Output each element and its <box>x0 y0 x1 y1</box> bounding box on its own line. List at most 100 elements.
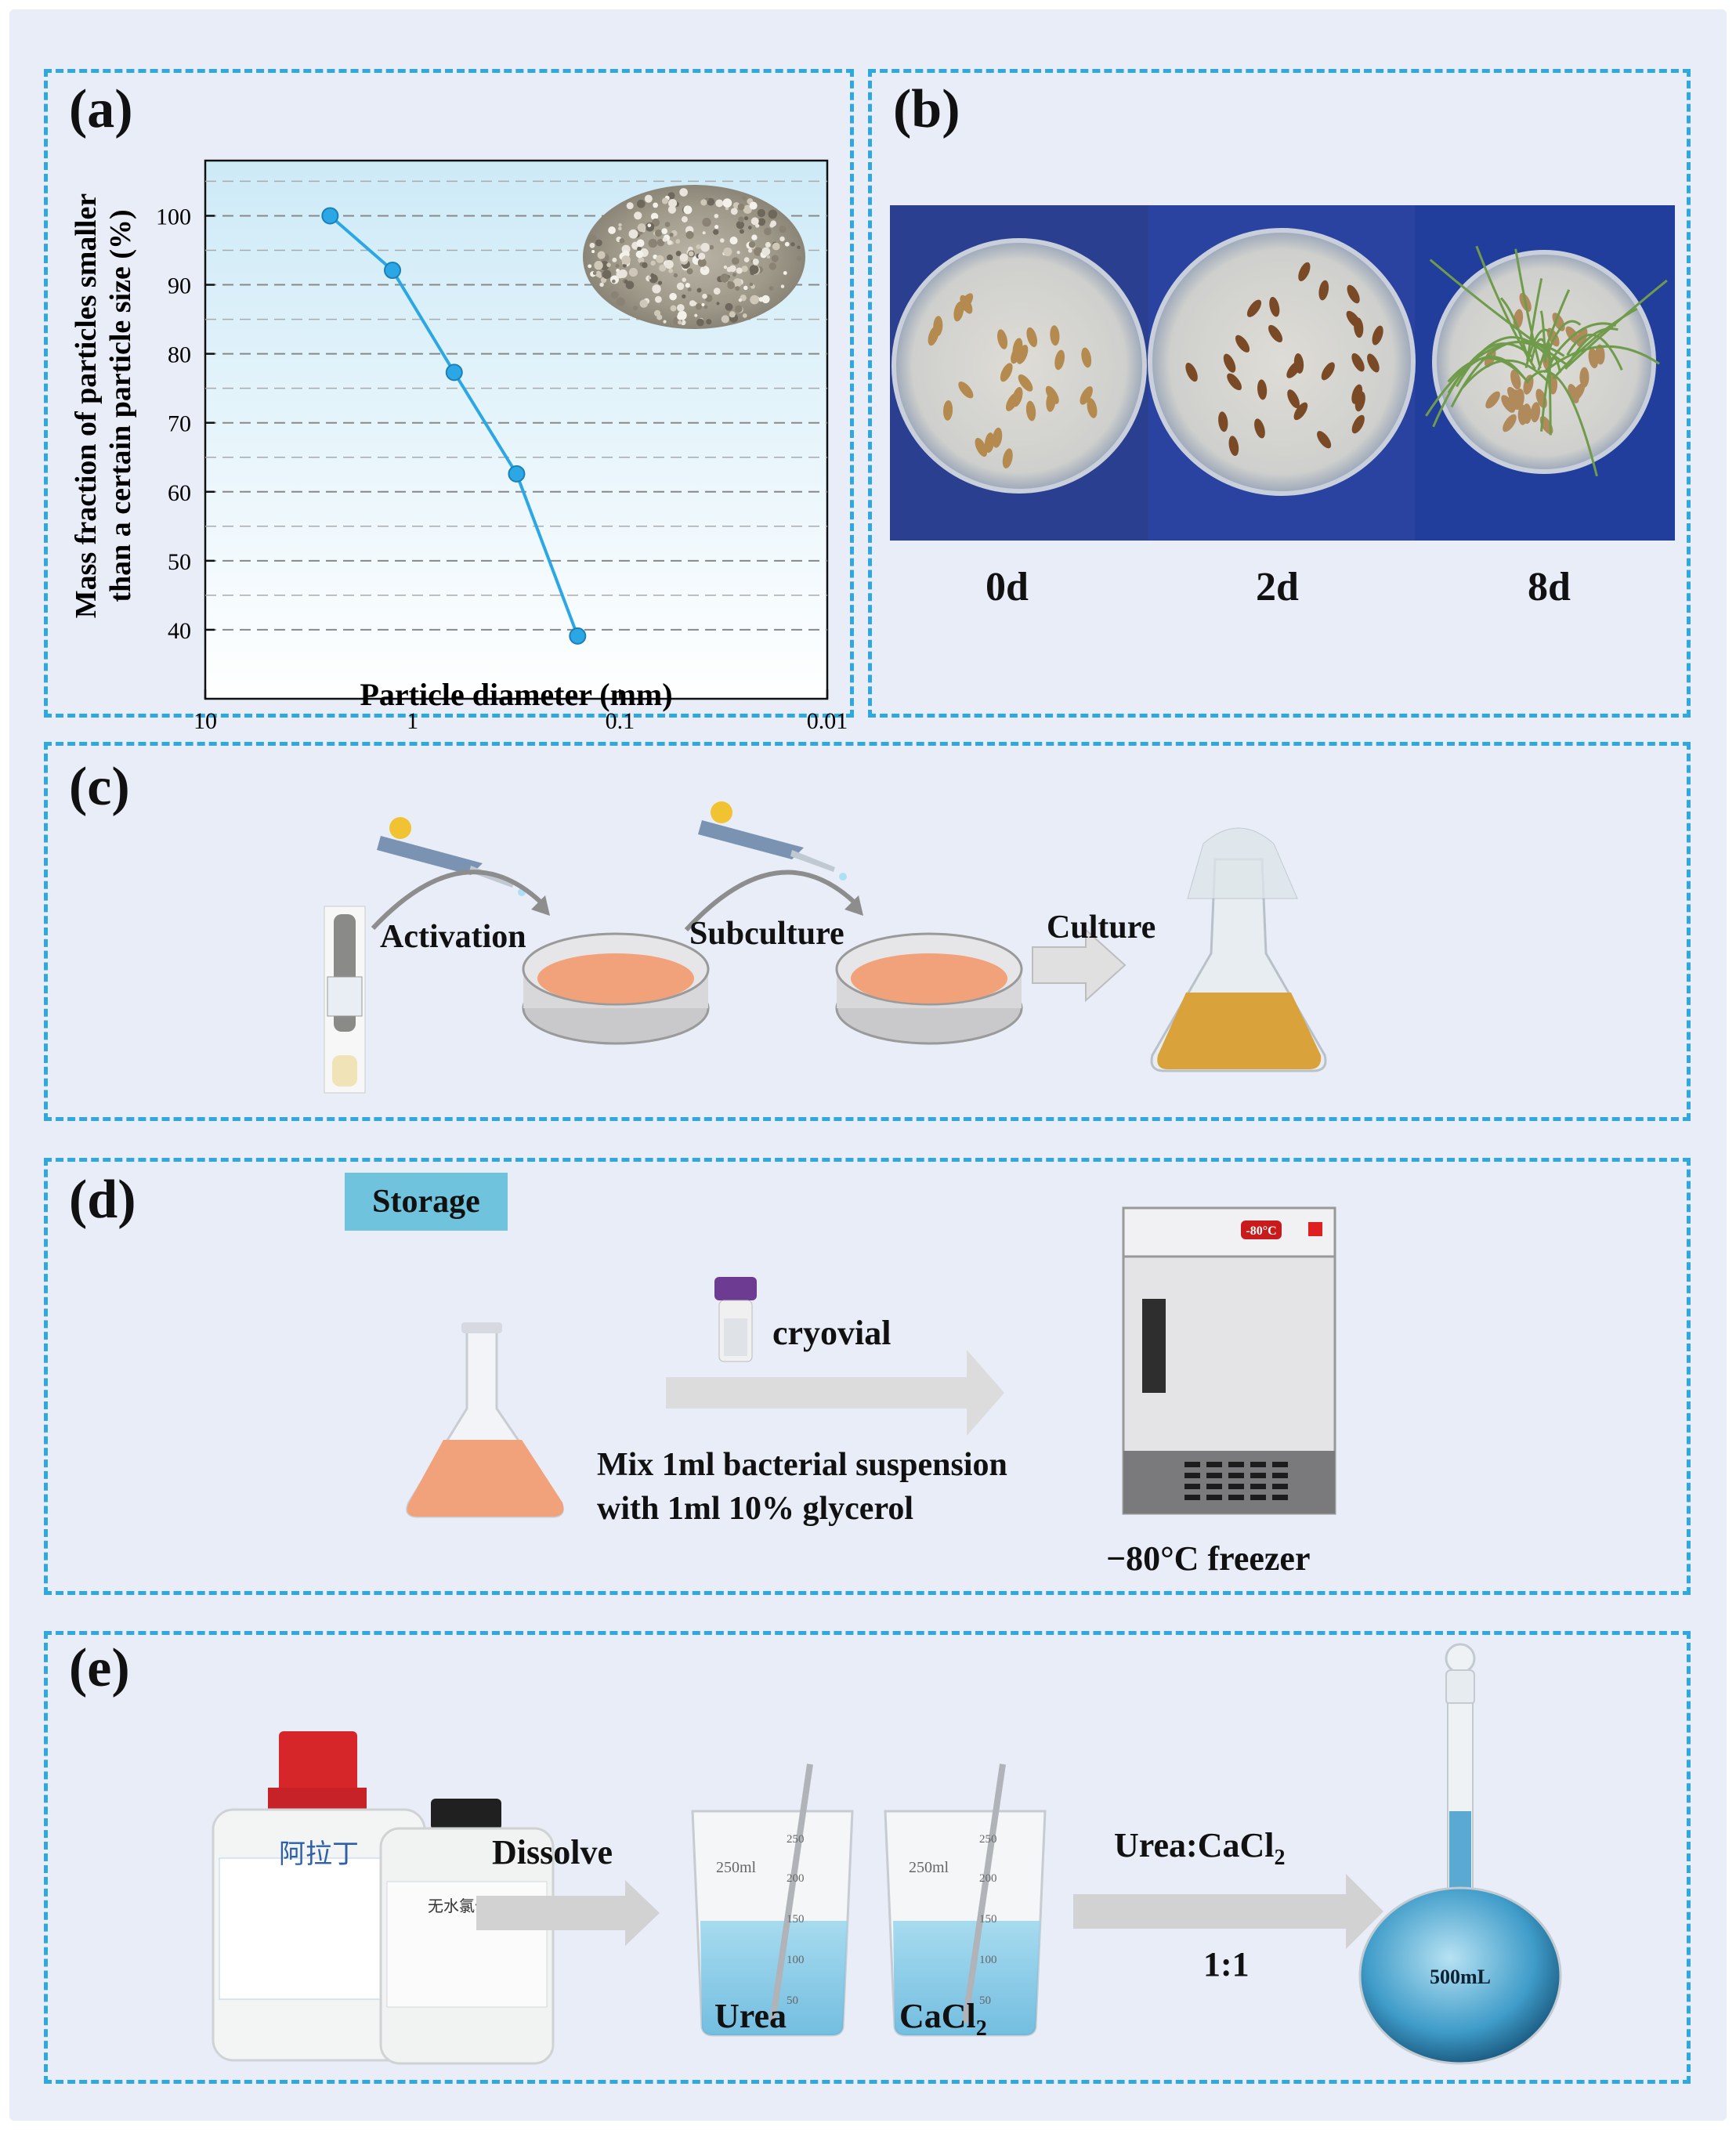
beaker-cacl2-label-text: CaCl <box>899 1997 976 2035</box>
gravel-grain <box>738 216 744 222</box>
storage-arrow <box>666 1350 1004 1436</box>
gravel-grain <box>685 283 690 288</box>
panel-b <box>868 69 1691 718</box>
seed <box>1025 400 1036 421</box>
beaker-cacl2: 250ml 250 200 150 100 50 <box>884 1763 1047 2037</box>
gravel-grain <box>664 259 674 269</box>
beaker-cacl2-label-subscript: 2 <box>975 2016 987 2041</box>
gravel-grain <box>723 247 732 257</box>
seed <box>1514 388 1524 409</box>
gravel-grain <box>626 202 634 210</box>
y-tick-label: 80 <box>168 342 191 368</box>
x-tick-label: 10 <box>193 708 217 734</box>
x-tick-label: 1 <box>407 708 418 734</box>
gravel-grain <box>642 262 648 269</box>
bottle-brand-text: 阿拉丁 <box>279 1839 359 1869</box>
freezer-vent <box>1184 1473 1200 1478</box>
seed <box>1054 349 1065 371</box>
gravel-grain <box>696 244 701 250</box>
gravel-grain <box>714 213 719 219</box>
svg-text:150: 150 <box>787 1913 805 1926</box>
seedling-sprout <box>1432 342 1534 428</box>
gravel-grain <box>653 309 661 316</box>
gravel-grain <box>616 297 625 307</box>
subculture-arrow <box>684 870 861 932</box>
svg-text:100: 100 <box>979 1954 997 1966</box>
freezer-vent <box>1250 1495 1266 1500</box>
gravel-grain <box>648 238 657 248</box>
seed <box>1317 431 1332 449</box>
mix-instruction-line2: with 1ml 10% glycerol <box>597 1491 914 1527</box>
seed <box>1223 353 1236 373</box>
gravel-grain <box>736 220 745 230</box>
seed <box>975 437 988 457</box>
data-point <box>508 465 526 483</box>
gravel-grain <box>771 255 779 262</box>
gravel-grain <box>612 279 616 284</box>
freezer-vent <box>1206 1484 1222 1489</box>
panel-b-label: (b) <box>893 79 960 139</box>
gravel-grain <box>719 238 725 243</box>
gravel-grain <box>729 237 738 245</box>
seed <box>1286 360 1301 378</box>
panel-d-label: (d) <box>69 1170 136 1230</box>
culture-arrow <box>1032 928 1127 1003</box>
gravel-grain <box>749 265 759 274</box>
mix-instruction-line1: Mix 1ml bacterial suspension <box>597 1447 1007 1483</box>
gravel-grain <box>783 270 787 275</box>
ratio-title-label: Urea:CaCl2 <box>1114 1825 1285 1871</box>
gravel-grain <box>683 205 693 215</box>
gravel-grain <box>677 304 685 312</box>
y-axis-label-line1: Mass fraction of particles smaller <box>70 193 103 619</box>
slant-culture-tube <box>324 906 366 1094</box>
solution-prep-diagram: 阿拉丁 无水氯化钙 250ml 250 200 150 100 50 250ml… <box>212 1643 1562 2065</box>
y-axis-label-line2: than a certain particle size (%) <box>104 209 137 602</box>
seed <box>1026 327 1038 348</box>
seed <box>1287 389 1300 409</box>
seed <box>1012 338 1023 359</box>
seed <box>1005 392 1019 411</box>
freezer-vent <box>1184 1462 1200 1467</box>
seed <box>1081 347 1092 368</box>
gravel-grain <box>667 205 677 214</box>
gravel-grain <box>647 223 652 228</box>
ratio-label: 1:1 <box>1203 1945 1250 1984</box>
gravel-grain <box>678 320 682 325</box>
gravel-grain <box>668 268 674 273</box>
gravel-grain <box>700 199 707 206</box>
gravel-grain <box>769 286 774 291</box>
beaker-cacl2-scale: 250 200 150 100 50 <box>979 1833 997 2007</box>
gravel-grain <box>677 313 684 320</box>
gravel-grain <box>732 273 736 277</box>
gravel-grain <box>758 218 766 226</box>
gravel-grain <box>681 215 688 222</box>
gravel-grain <box>617 226 622 231</box>
gravel-grain <box>751 234 758 240</box>
petri-dish-day0 <box>892 238 1147 494</box>
gravel-grain <box>701 302 705 307</box>
gravel-grain <box>729 311 736 318</box>
gravel-grain <box>694 313 698 317</box>
seed <box>1269 296 1280 317</box>
freezer-vent <box>1272 1495 1288 1500</box>
gravel-grain <box>714 225 719 230</box>
svg-text:50: 50 <box>787 1994 798 2007</box>
ratio-title-subscript: 2 <box>1274 1845 1286 1870</box>
gravel-grain <box>702 231 706 235</box>
seed <box>1000 363 1013 382</box>
gravel-grain <box>797 256 802 261</box>
seed <box>1002 448 1013 468</box>
dissolve-label: Dissolve <box>492 1833 613 1871</box>
seed <box>953 301 964 322</box>
data-point <box>321 207 339 225</box>
storage-diagram: -80°C <box>406 1206 1336 1518</box>
gravel-grain <box>637 223 646 233</box>
gravel-grain <box>685 230 694 239</box>
petri-dish-day2 <box>1148 228 1416 496</box>
gravel-grain <box>761 247 771 256</box>
gravel-grain <box>608 226 616 234</box>
gravel-grain <box>736 267 743 274</box>
gravel-grain <box>638 257 645 264</box>
gravel-grain <box>700 266 710 276</box>
gravel-grain <box>735 286 740 291</box>
